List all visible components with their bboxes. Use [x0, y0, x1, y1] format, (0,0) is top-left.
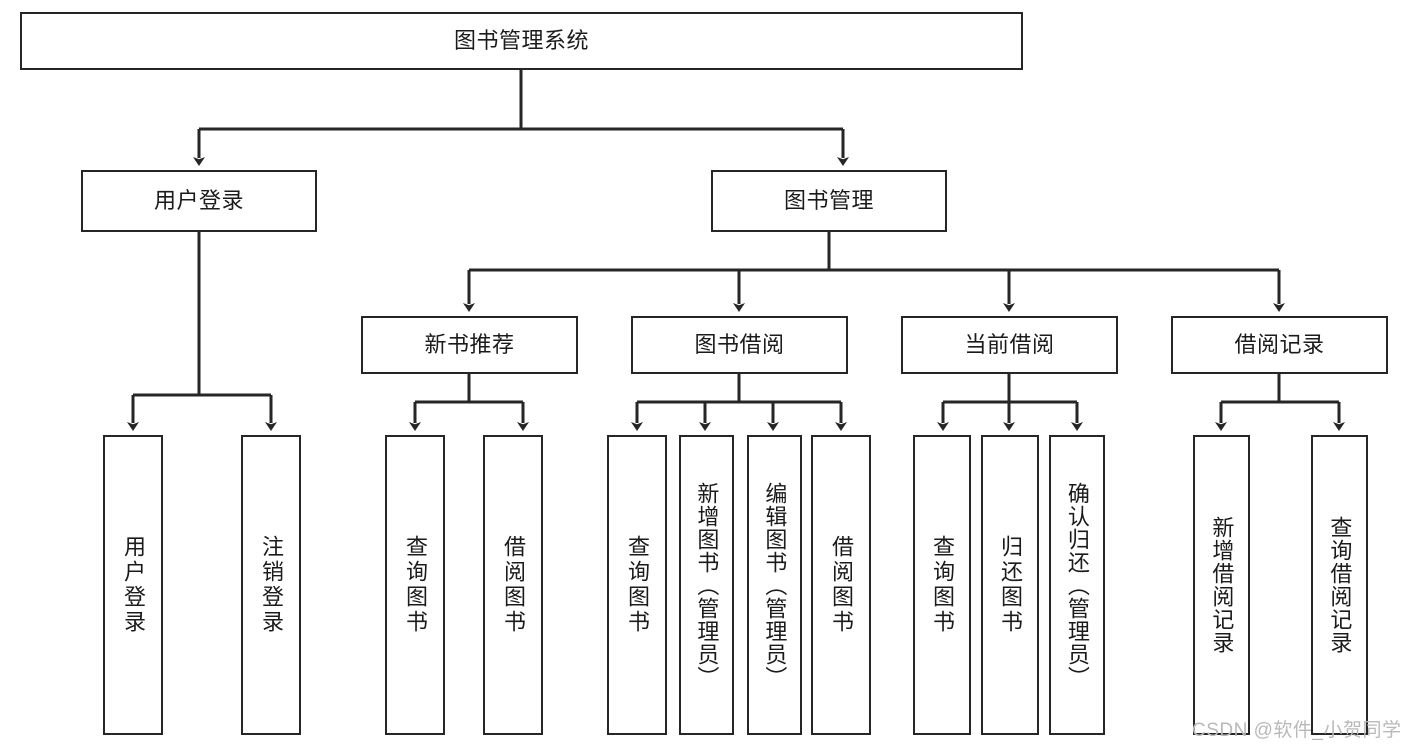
leaf-new-book-query-book[interactable]: 查询图书: [385, 435, 445, 735]
node-label: 注销登录: [258, 535, 284, 635]
node-label: 查询图书: [929, 535, 955, 635]
leaf-user-login-user-login[interactable]: 用户登录: [103, 435, 163, 735]
node-label: 查询图书: [624, 535, 650, 635]
leaf-user-login-logout[interactable]: 注销登录: [241, 435, 301, 735]
leaf-book-borrow-edit-book-admin[interactable]: 编辑图书（管理员）: [747, 435, 802, 735]
node-label: 归还图书: [997, 535, 1023, 635]
node-borrow-record[interactable]: 借阅记录: [1171, 316, 1388, 374]
leaf-current-borrow-confirm-return-admin[interactable]: 确认归还（管理员）: [1049, 435, 1105, 735]
leaf-borrow-record-query-record[interactable]: 查询借阅记录: [1311, 435, 1368, 735]
node-label: 借阅图书: [500, 535, 526, 635]
node-user-login[interactable]: 用户登录: [81, 170, 317, 232]
leaf-current-borrow-return-book[interactable]: 归还图书: [981, 435, 1039, 735]
leaf-book-borrow-add-book-admin[interactable]: 新增图书（管理员）: [679, 435, 734, 735]
leaf-borrow-record-add-record[interactable]: 新增借阅记录: [1193, 435, 1250, 735]
node-label: 当前借阅: [964, 332, 1055, 358]
node-new-book-recommend[interactable]: 新书推荐: [361, 316, 578, 374]
node-label: 新增图书（管理员）: [694, 481, 720, 689]
node-label: 用户登录: [153, 188, 244, 214]
node-label: 新增借阅记录: [1209, 516, 1235, 654]
node-label: 用户登录: [120, 535, 146, 635]
node-root-book-management-system[interactable]: 图书管理系统: [20, 12, 1023, 70]
node-book-management[interactable]: 图书管理: [711, 170, 947, 232]
node-label: 借阅记录: [1234, 332, 1325, 358]
leaf-book-borrow-borrow-book[interactable]: 借阅图书: [811, 435, 871, 735]
leaf-new-book-borrow-book[interactable]: 借阅图书: [483, 435, 543, 735]
node-label: 新书推荐: [424, 332, 515, 358]
node-label: 图书借阅: [694, 332, 785, 358]
node-label: 确认归还（管理员）: [1064, 481, 1090, 689]
node-book-borrow[interactable]: 图书借阅: [631, 316, 848, 374]
node-label: 图书管理: [783, 188, 874, 214]
node-label: 查询图书: [402, 535, 428, 635]
node-label: 查询借阅记录: [1327, 516, 1353, 654]
node-label: 编辑图书（管理员）: [762, 481, 788, 689]
node-label: 借阅图书: [828, 535, 854, 635]
watermark-text: CSDN @软件_小贺同学: [1192, 720, 1402, 741]
node-label: 图书管理系统: [453, 28, 589, 54]
node-current-borrow[interactable]: 当前借阅: [901, 316, 1118, 374]
leaf-current-borrow-query-book[interactable]: 查询图书: [913, 435, 971, 735]
leaf-book-borrow-query-book[interactable]: 查询图书: [607, 435, 667, 735]
